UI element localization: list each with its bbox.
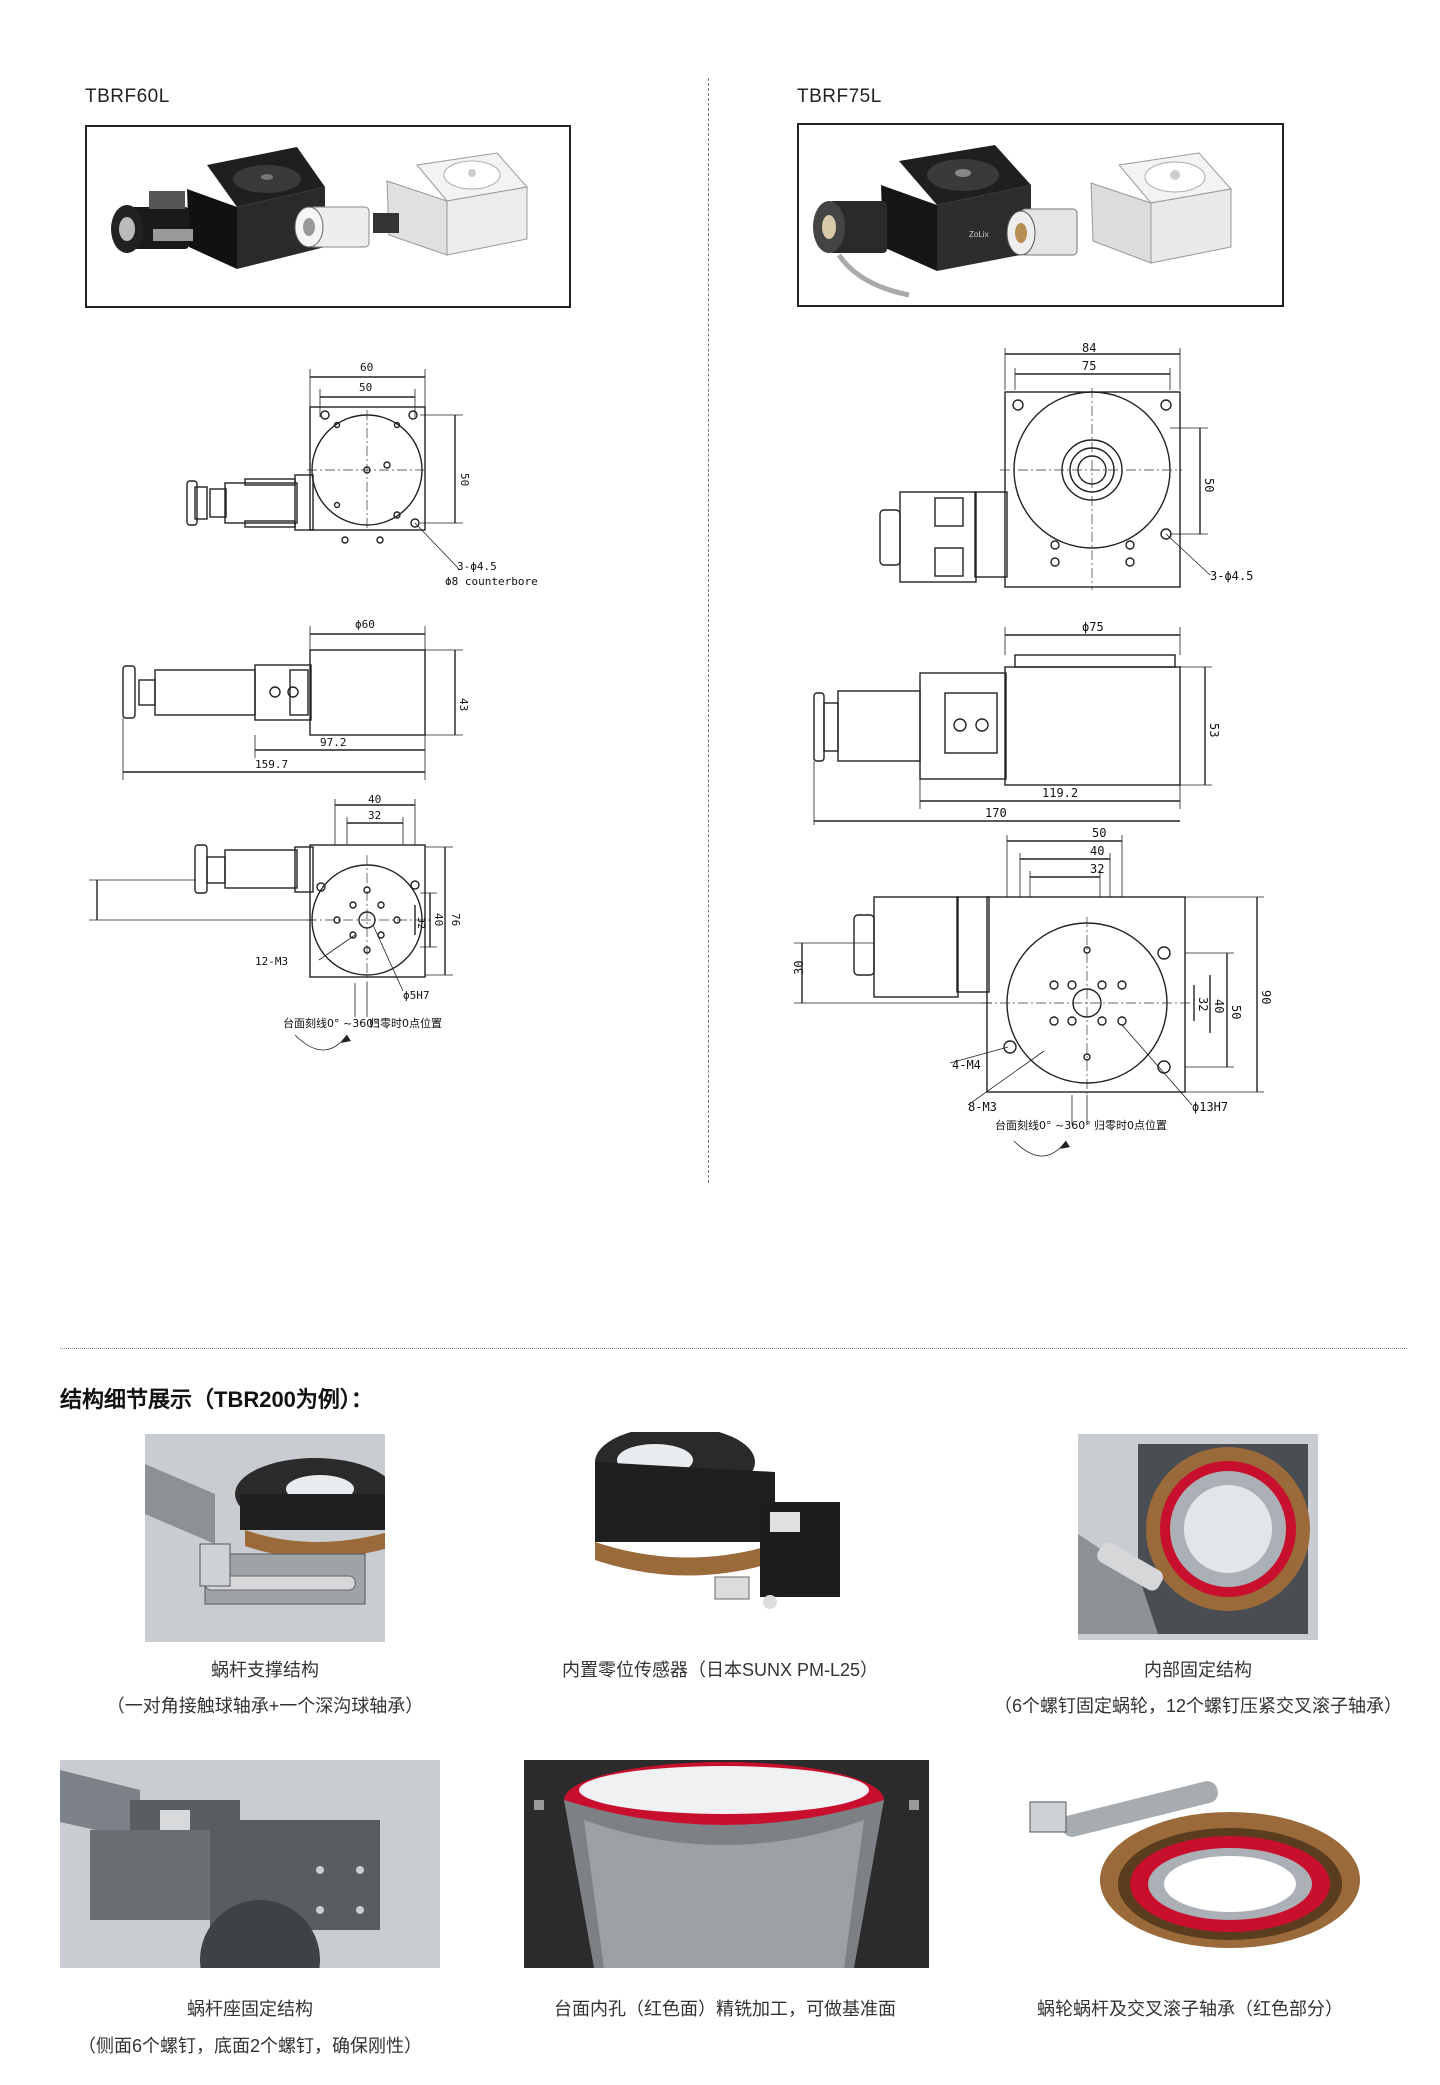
dim-g: 90: [1259, 990, 1273, 1004]
dim-c: 32: [1090, 862, 1104, 876]
zero-note: 归零时0点位置: [369, 1016, 442, 1030]
detail-photo-worm-support: [145, 1434, 385, 1642]
dim-height: 53: [1207, 723, 1221, 737]
detail-photo-zero-sensor: [595, 1432, 845, 1614]
black-stage-image: [111, 147, 325, 269]
section-divider: [60, 1348, 1407, 1349]
column-divider: [708, 78, 709, 1183]
svg-text:ZoLix: ZoLix: [969, 230, 989, 239]
counterbore-note: ϕ8 counterbore: [445, 575, 538, 585]
detail-photo-bore-surface: [524, 1760, 929, 1968]
dim-diameter: ϕ60: [355, 618, 375, 631]
dim-e: 76: [449, 913, 462, 926]
caption-internal-fixing: 内部固定结构: [1144, 1660, 1252, 1680]
caption-worm-seat: 蜗杆座固定结构: [187, 1999, 313, 2019]
model-label-tbrf60l: TBRF60L: [85, 86, 170, 107]
dim-inner: 75: [1082, 359, 1096, 373]
detail-photo-gear-bearing: [1000, 1760, 1380, 1968]
dim-c: 32: [415, 917, 426, 929]
dim-total: 170: [985, 806, 1007, 820]
drawing-tbrf75l-top: 84 75 50 3-ϕ4.5: [879, 341, 1253, 590]
product-photo-tbrf60l: [111, 147, 528, 269]
dim-offset: 30: [792, 961, 806, 975]
caption2-worm-support: （一对角接触球轴承+一个深沟球轴承）: [106, 1696, 424, 1716]
model-label-tbrf75l: TBRF75L: [797, 86, 882, 107]
dim-body: 97.2: [320, 736, 347, 749]
hole-note: 3-ϕ4.5: [457, 560, 497, 573]
dim-outer: 60: [360, 361, 373, 374]
thread-note-a: 4-M4: [952, 1058, 981, 1072]
detail-photo-worm-seat: [60, 1760, 440, 1968]
dim-b: 32: [368, 809, 381, 822]
caption-bore-surface: 台面内孔（红色面）精铣加工，可做基准面: [554, 1999, 896, 2019]
dim-d: 40: [432, 913, 445, 926]
dim-e: 40: [1212, 999, 1226, 1013]
thread-note-b: 8-M3: [968, 1100, 997, 1114]
drawing-tbrf75l-bottom: 50 40 32 90 50 40 32 30 4-M4 8-M3 ϕ13H7 …: [792, 826, 1273, 1157]
dim-a: 40: [368, 795, 381, 806]
dim-outer: 84: [1082, 341, 1096, 355]
dim-body: 119.2: [1042, 786, 1078, 800]
product-photo-box-tbrf75l: ZoLix: [797, 123, 1284, 307]
dim-height: 43: [457, 698, 470, 711]
caption-worm-support: 蜗杆支撑结构: [211, 1660, 319, 1680]
product-photo-tbrf75l: ZoLix: [813, 145, 1232, 298]
caption-gear-bearing: 蜗轮蜗杆及交叉滚子轴承（红色部分）: [1037, 1999, 1343, 2019]
dim-side: 50: [458, 473, 471, 486]
section-title: 结构细节展示（TBR200为例）：: [60, 1387, 373, 1412]
scale-note: 台面刻线0° ~360°: [283, 1016, 379, 1030]
bore-note: ϕ13H7: [1192, 1100, 1228, 1114]
dim-b: 40: [1090, 844, 1104, 858]
dim-f: 50: [1229, 1005, 1243, 1019]
dim-offset: 30: [85, 890, 88, 903]
product-photo-box-tbrf60l: [85, 125, 571, 308]
zero-note: 归零时0点位置: [1094, 1118, 1167, 1132]
dim-side: 50: [1202, 478, 1216, 492]
white-stage-image: [1006, 152, 1232, 264]
scale-note: 台面刻线0° ~360°: [995, 1118, 1091, 1132]
white-stage-image: [294, 152, 528, 256]
thread-note: 12-M3: [255, 955, 288, 968]
black-stage-image: ZoLix: [813, 145, 1031, 298]
hole-note: 3-ϕ4.5: [1210, 569, 1253, 583]
dim-a: 50: [1092, 826, 1106, 840]
caption2-worm-seat: （侧面6个螺钉，底面2个螺钉，确保刚性）: [77, 2036, 423, 2056]
detail-photo-internal-fixing: [1078, 1434, 1318, 1640]
caption2-internal-fixing: （6个螺钉固定蜗轮，12个螺钉压紧交叉滚子轴承）: [993, 1696, 1403, 1716]
dim-total: 159.7: [255, 758, 288, 771]
drawing-tbrf60l-side: ϕ60 43 97.2 159.7: [122, 618, 470, 780]
dim-diameter: ϕ75: [1082, 620, 1104, 634]
dim-inner: 50: [359, 381, 372, 394]
drawing-tbrf60l-top: 60 50 50 3-ϕ4.5 ϕ8 counterbore: [186, 361, 538, 585]
caption-zero-sensor: 内置零位传感器（日本SUNX PM-L25）: [561, 1660, 879, 1680]
dim-d: 32: [1196, 997, 1210, 1011]
drawing-tbrf75l-side: ϕ75 53 119.2 170: [813, 620, 1221, 825]
bore-note: ϕ5H7: [403, 989, 430, 1002]
drawing-tbrf60l-bottom: 40 32 76 40 32 30 12-M3 ϕ5H7 台面刻线0° ~360…: [85, 795, 462, 1051]
